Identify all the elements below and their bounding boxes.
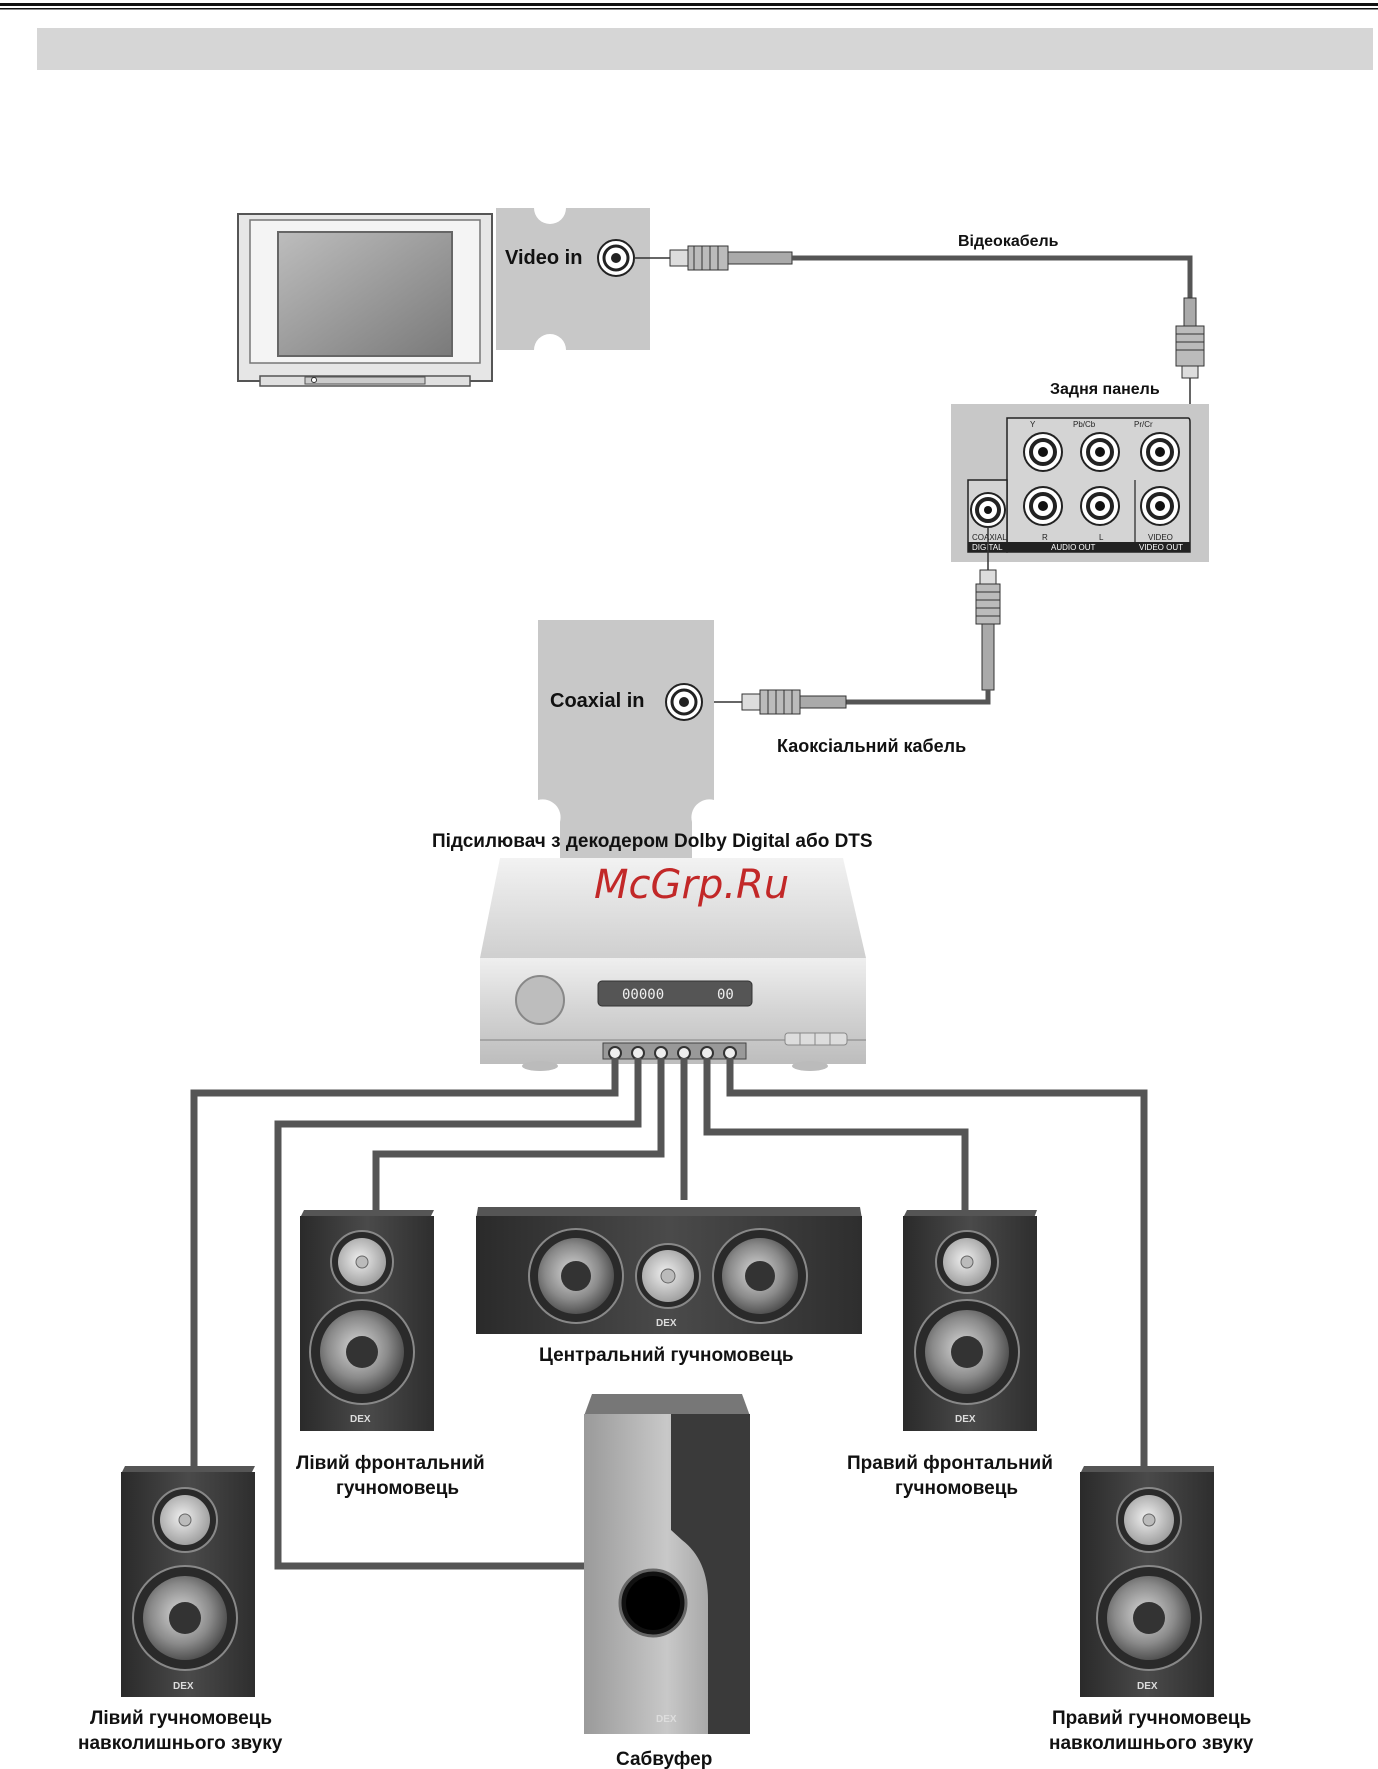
jack-pr	[1140, 432, 1180, 472]
amp-display-main: 00000	[622, 987, 664, 1003]
center-speaker: DEX	[476, 1207, 862, 1334]
surround-left-brand: DEX	[173, 1681, 194, 1692]
jack-pb	[1080, 432, 1120, 472]
surround-left-label-1: Лівий гучномовець	[90, 1708, 272, 1729]
coaxial-in-jack[interactable]	[665, 683, 703, 721]
video-in-label: Video in	[505, 247, 582, 269]
speaker-wires	[190, 1058, 1148, 1570]
coaxial-in-label: Coaxial in	[550, 690, 644, 712]
tv-input-panel	[496, 208, 650, 350]
rear-panel-title: Задня панель	[1050, 381, 1160, 398]
center-speaker-label: Центральний гучномовець	[539, 1345, 794, 1366]
jack-y	[1023, 432, 1063, 472]
surround-right-label-2: навколишнього звуку	[1049, 1733, 1254, 1754]
coaxial-cable-label: Каоксіальний кабель	[777, 736, 966, 756]
group-label-audio-out: AUDIO OUT	[1051, 543, 1096, 552]
jack-label-l: L	[1099, 533, 1104, 542]
jack-label-pr: Pr/Cr	[1134, 420, 1153, 429]
tv-set	[237, 213, 493, 387]
jack-label-coaxial: COAXIAL	[972, 533, 1007, 542]
rear-jacks[interactable]	[970, 432, 1180, 528]
surround-left-label-2: навколишнього звуку	[78, 1733, 283, 1754]
video-in-jack[interactable]	[597, 239, 635, 277]
amp-display-right: 00	[717, 987, 734, 1003]
jack-label-pb: Pb/Cb	[1073, 420, 1096, 429]
front-left-label-1: Лівий фронтальний	[296, 1453, 485, 1474]
coaxial-cable	[702, 527, 1001, 715]
jack-label-video: VIDEO	[1148, 533, 1173, 542]
group-label-video-out: VIDEO OUT	[1139, 543, 1183, 552]
surround-right-brand: DEX	[1137, 1681, 1158, 1692]
front-right-brand: DEX	[955, 1414, 976, 1425]
front-left-speaker: DEX	[300, 1210, 434, 1431]
center-speaker-brand: DEX	[656, 1318, 677, 1329]
front-left-brand: DEX	[350, 1414, 371, 1425]
speaker-outputs[interactable]	[608, 1046, 737, 1060]
subwoofer-brand: DEX	[656, 1714, 677, 1725]
jack-label-y: Y	[1030, 420, 1036, 429]
page-header	[0, 3, 1378, 70]
surround-left-speaker: DEX	[121, 1466, 255, 1697]
jack-audio-r	[1023, 486, 1063, 526]
front-left-label-2: гучномовець	[336, 1478, 459, 1499]
front-right-speaker: DEX	[903, 1210, 1037, 1431]
jack-video	[1140, 486, 1180, 526]
amplifier-title: Підсилювач з декодером Dolby Digital або…	[432, 831, 873, 852]
watermark: McGrp.Ru	[594, 862, 789, 908]
amp-input-panel	[538, 620, 714, 858]
video-cable-label: Відеокабель	[958, 233, 1059, 250]
amp-display	[597, 980, 753, 1007]
amplifier: 00000 00	[480, 858, 866, 1071]
subwoofer-label: Сабвуфер	[616, 1749, 712, 1769]
front-right-label-2: гучномовець	[895, 1478, 1018, 1499]
amp-buttons[interactable]	[784, 1032, 848, 1046]
front-right-label-1: Правий фронтальний	[847, 1453, 1053, 1474]
header-bar	[37, 28, 1373, 70]
subwoofer: DEX	[584, 1394, 750, 1734]
jack-audio-l	[1080, 486, 1120, 526]
jack-coaxial	[970, 492, 1006, 528]
surround-right-speaker: DEX	[1080, 1466, 1214, 1697]
volume-knob[interactable]	[515, 975, 565, 1025]
jack-label-r: R	[1042, 533, 1048, 542]
surround-right-label-1: Правий гучномовець	[1052, 1708, 1251, 1729]
